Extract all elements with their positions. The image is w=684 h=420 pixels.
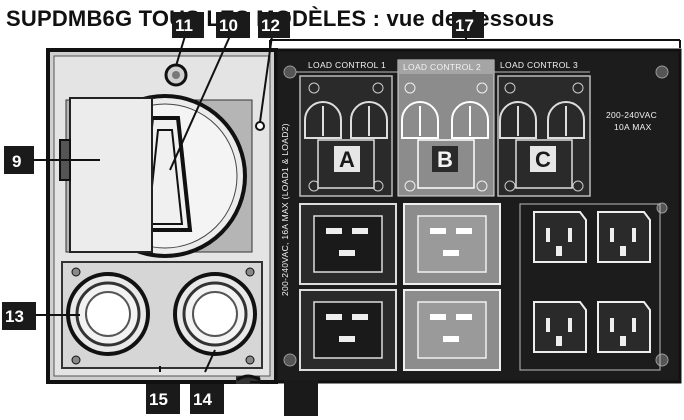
small-hole bbox=[255, 121, 265, 131]
svg-text:9: 9 bbox=[12, 152, 21, 171]
cable-gland-right bbox=[173, 272, 257, 356]
callout-9: 9 bbox=[4, 146, 34, 174]
outlet-c19-2 bbox=[299, 289, 397, 371]
svg-text:13: 13 bbox=[5, 307, 24, 326]
rating-vertical: 200-240VAC, 16A MAX (LOAD1 & LOAD2) bbox=[280, 123, 290, 296]
rating-current: 10A MAX bbox=[614, 122, 652, 132]
load-control-label-2-overlay: LOAD CONTROL 2 bbox=[403, 62, 481, 72]
svg-text:14: 14 bbox=[193, 390, 212, 409]
outlet-c19-3 bbox=[403, 203, 501, 285]
cover-plate bbox=[69, 97, 153, 253]
callout-15: 15 bbox=[146, 384, 180, 414]
load-control-label-1: LOAD CONTROL 1 bbox=[308, 60, 386, 70]
leader-lines bbox=[34, 34, 681, 383]
callout-14: 14 bbox=[190, 384, 224, 414]
svg-text:12: 12 bbox=[261, 16, 280, 35]
breaker-c: C bbox=[497, 75, 591, 197]
cable-gland-left bbox=[66, 272, 150, 356]
callout-10: 10 bbox=[216, 12, 250, 38]
breaker-a: A bbox=[299, 75, 393, 197]
rating-voltage: 200-240VAC bbox=[606, 110, 657, 120]
callout-13: 13 bbox=[2, 302, 36, 330]
load-control-label-3: LOAD CONTROL 3 bbox=[500, 60, 578, 70]
left-chassis bbox=[46, 48, 278, 384]
callout-11: 11 bbox=[172, 12, 204, 38]
breaker-b: LOAD CONTROL 2 B bbox=[397, 59, 495, 197]
callout-12: 12 bbox=[258, 12, 290, 38]
callout-17: 17 bbox=[452, 12, 484, 38]
breaker-letter-c: C bbox=[535, 147, 551, 172]
outlet-panel: LOAD CONTROL 1 LOAD CONTROL 2 LOAD CONTR… bbox=[274, 48, 682, 384]
outlet-c19-1 bbox=[299, 203, 397, 285]
svg-text:10: 10 bbox=[219, 16, 238, 35]
outlet-c13-4 bbox=[597, 301, 651, 353]
outlet-c19-4 bbox=[403, 289, 501, 371]
outlet-c13-1 bbox=[533, 211, 587, 263]
svg-text:17: 17 bbox=[455, 16, 474, 35]
svg-text:15: 15 bbox=[149, 390, 168, 409]
breaker-letter-b: B bbox=[437, 147, 453, 172]
callout-16 bbox=[284, 380, 318, 416]
outlet-c13-3 bbox=[533, 301, 587, 353]
svg-text:11: 11 bbox=[175, 16, 193, 35]
outlet-c13-2 bbox=[597, 211, 651, 263]
breaker-letter-a: A bbox=[339, 147, 355, 172]
